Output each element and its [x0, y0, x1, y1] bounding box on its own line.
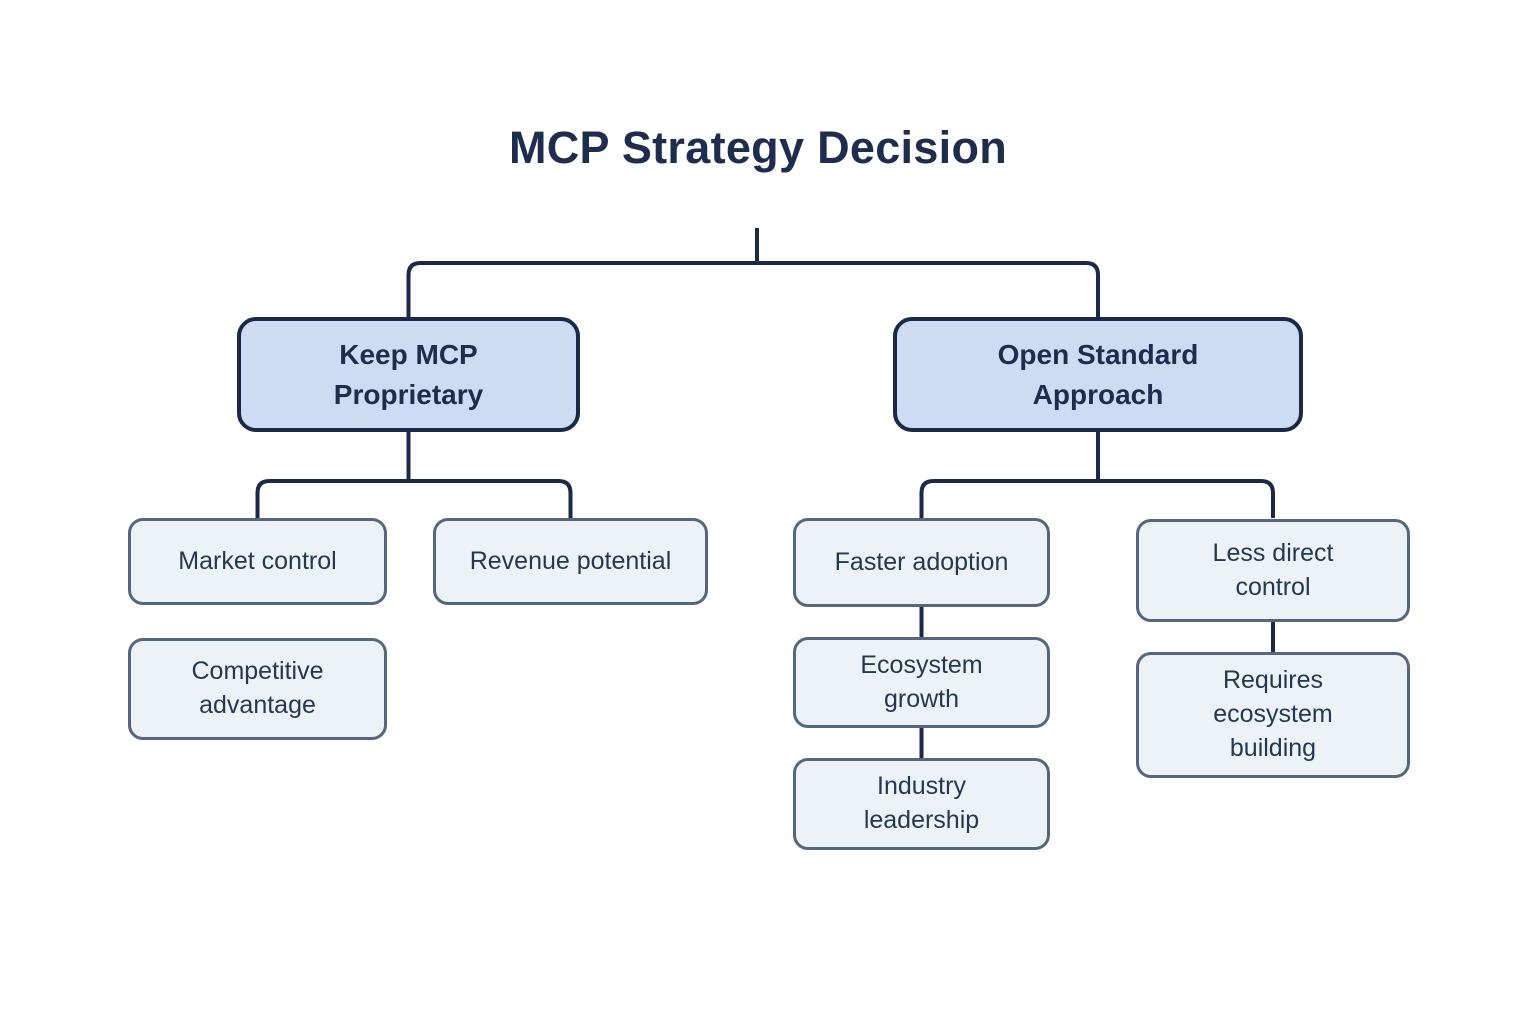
node-less-direct-control: Less direct control — [1136, 519, 1410, 622]
node-market-control: Market control — [128, 518, 387, 605]
connector-right-bracket — [919, 479, 1275, 518]
node-open-standard-approach: Open Standard Approach — [893, 317, 1303, 432]
connector-root-bracket — [406, 261, 1100, 318]
node-competitive-advantage: Competitive advantage — [128, 638, 387, 740]
node-ecosystem-growth: Ecosystem growth — [793, 637, 1050, 728]
node-industry-leadership: Industry leadership — [793, 758, 1050, 850]
node-revenue-potential: Revenue potential — [433, 518, 708, 605]
node-requires-ecosystem-building: Requires ecosystem building — [1136, 652, 1410, 778]
node-keep-mcp-proprietary: Keep MCP Proprietary — [237, 317, 580, 432]
page-title: MCP Strategy Decision — [508, 122, 1008, 173]
node-faster-adoption: Faster adoption — [793, 518, 1050, 607]
connector-left-bracket — [255, 479, 573, 518]
